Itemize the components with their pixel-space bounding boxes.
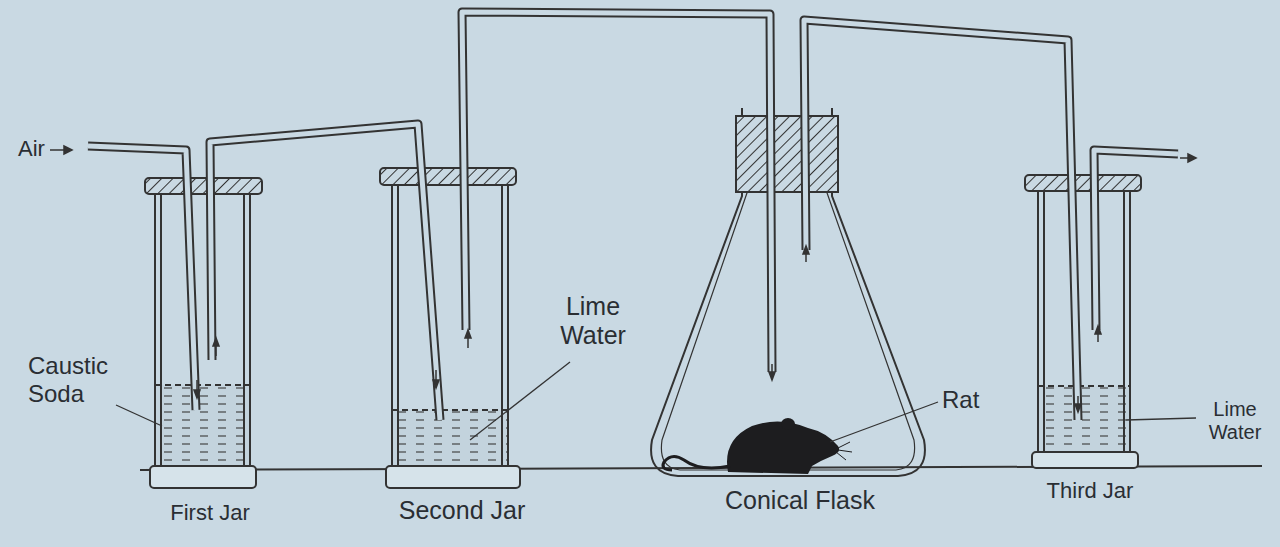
flow-arrows xyxy=(50,146,1196,412)
first-jar xyxy=(145,178,262,488)
animal-label: Rat xyxy=(942,386,1002,414)
conical-flask xyxy=(651,108,925,476)
apparatus-name: First Jar xyxy=(140,500,280,525)
apparatus-name: Conical Flask xyxy=(690,486,910,515)
chemical-label: Caustic Soda xyxy=(28,352,138,407)
glass-tubes xyxy=(88,12,1178,420)
apparatus-name: Third Jar xyxy=(1020,478,1160,503)
second-jar xyxy=(380,168,520,488)
leader-lines xyxy=(116,362,1196,442)
third-jar xyxy=(1025,175,1141,468)
apparatus-name: Second Jar xyxy=(372,496,552,525)
inlet-label: Air xyxy=(18,136,78,161)
chemical-label: Lime Water xyxy=(1198,398,1272,444)
rat-illustration xyxy=(663,418,852,474)
chemical-label: Lime Water xyxy=(538,292,648,350)
